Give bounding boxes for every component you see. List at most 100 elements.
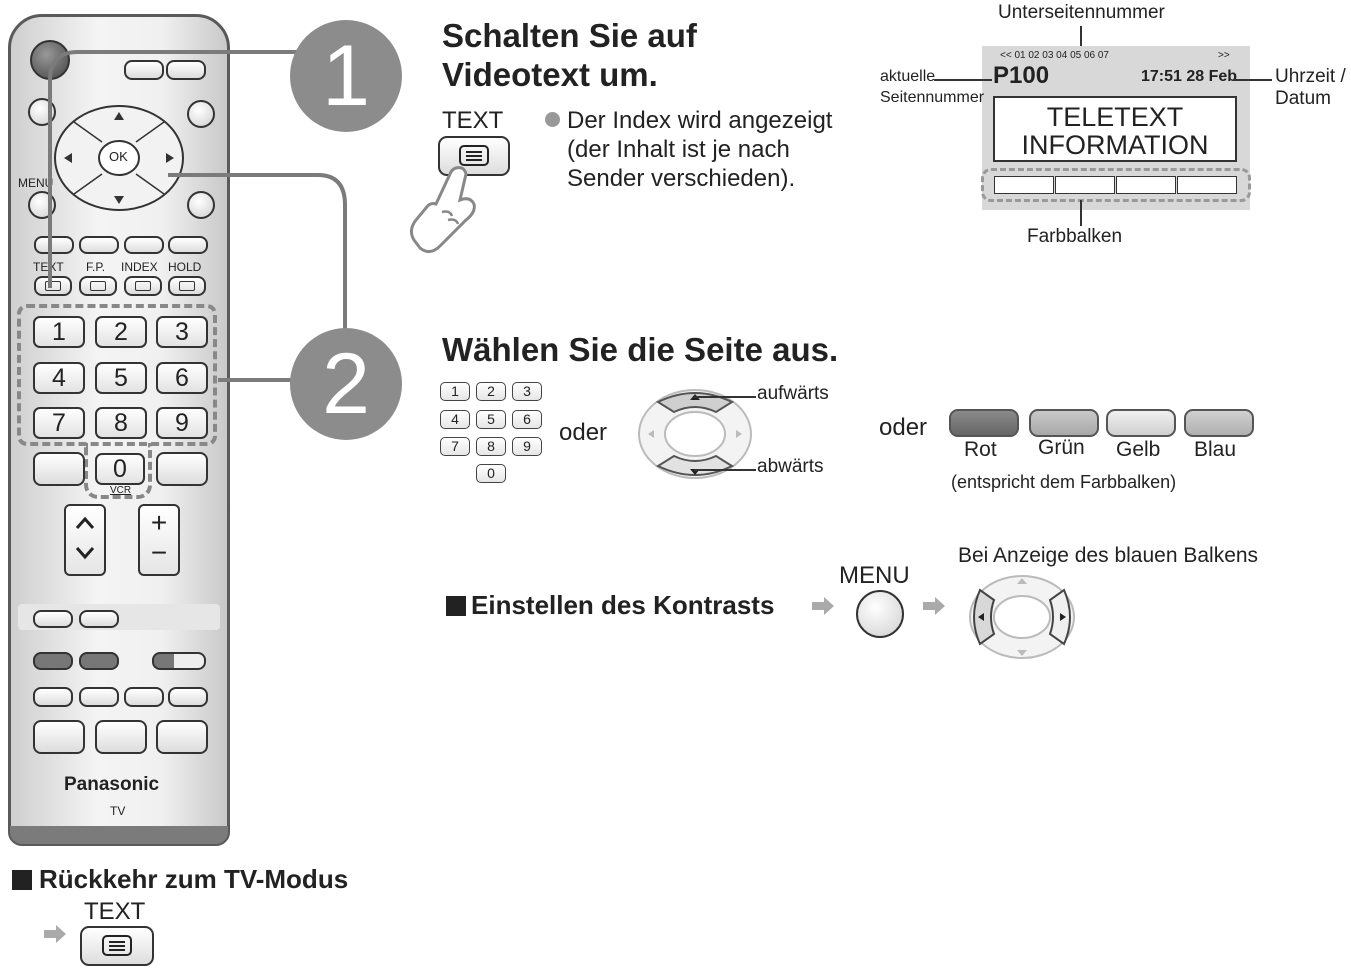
remote-digit-1[interactable]: 1 [33,316,85,348]
remote-volume-minus: − [150,537,168,568]
remote-key-blue[interactable] [168,236,208,254]
red-key[interactable] [949,409,1019,437]
color-bar-leader [1080,200,1082,226]
blue-bar-note: Bei Anzeige des blauen Balkens [958,544,1259,567]
teletext-info-box [993,96,1237,162]
remote-top-key-1[interactable] [124,60,164,80]
step-1-bullet-line3: Sender verschieden). [567,165,796,192]
contrast-title: Einstellen des Kontrasts [471,590,775,620]
remote-key-right-wide[interactable] [156,452,208,486]
remote-row-key-4[interactable] [168,687,208,707]
green-key[interactable] [1029,409,1099,437]
remote-row-key-3[interactable] [124,687,164,707]
remote-brand: Panasonic [64,774,160,795]
chevron-up-icon [75,516,95,529]
teletext-icon [459,145,489,166]
step-2-circle: 2 [290,328,402,440]
tv-mode-bullet-square [12,870,32,890]
step-2-digit-1[interactable]: 1 [440,382,470,401]
remote-digit-3[interactable]: 3 [156,316,208,348]
remote-bottom-band [10,826,228,844]
remote-volume-rocker[interactable]: + − [138,504,180,576]
contrast-leftright-pad[interactable] [966,572,1078,662]
yellow-key[interactable] [1106,409,1176,437]
current-page-label-line2: Seitennummer [880,89,985,106]
contrast-menu-button[interactable] [856,590,904,638]
color-bar-label: Farbbalken [1027,226,1123,247]
remote-toggle-key[interactable] [152,652,206,670]
remote-big-key-2[interactable] [95,720,147,754]
remote-hold-button[interactable] [168,276,206,296]
remote-key-yellow[interactable] [124,236,164,254]
remote-digit-5[interactable]: 5 [95,362,147,394]
hand-pointer-icon [409,166,476,253]
remote-key-left-wide[interactable] [33,452,85,486]
step-1-text-button[interactable] [438,136,510,176]
step-2-digit-4[interactable]: 4 [440,410,470,429]
step-2-digit-3[interactable]: 3 [512,382,542,401]
teletext-page-number: P100 [993,62,1050,89]
remote-key-red[interactable] [34,236,74,254]
step-2-digit-6[interactable]: 6 [512,410,542,429]
tv-mode-title: Rückkehr zum TV-Modus [39,864,349,894]
step-2-digit-0[interactable]: 0 [476,464,506,483]
tv-mode-text-label: TEXT [84,898,146,925]
step-1-title-line2: Videotext um. [442,56,658,93]
remote-digit-2[interactable]: 2 [95,316,147,348]
remote-big-key-1[interactable] [33,720,85,754]
arrow-right-icon [812,597,834,615]
color-key-note: (entspricht dem Farbbalken) [951,472,1177,492]
remote-big-key-3[interactable] [156,720,208,754]
remote-row-key-2[interactable] [79,687,119,707]
down-leader [694,469,756,471]
remote-digit-7[interactable]: 7 [33,407,85,439]
step-1-bullet-icon [545,112,560,127]
step-1-bullet-line2: (der Inhalt ist je nach [567,136,790,163]
remote-text-button[interactable] [34,276,72,296]
remote-top-key-2[interactable] [166,60,206,80]
yellow-label: Gelb [1116,438,1161,461]
remote-index-button[interactable] [124,276,162,296]
step-2-digit-5[interactable]: 5 [476,410,506,429]
remote-hold-label: HOLD [168,260,202,274]
step-2-digit-9[interactable]: 9 [512,437,542,456]
remote-digit-8[interactable]: 8 [95,407,147,439]
remote-digit-6[interactable]: 6 [156,362,208,394]
text-icon [45,281,61,291]
step-2-down-label: abwärts [757,456,824,477]
remote-channel-rocker[interactable] [64,504,106,576]
step-2-digit-2[interactable]: 2 [476,382,506,401]
remote-fp-button[interactable] [79,276,117,296]
blue-key[interactable] [1184,409,1254,437]
remote-row-key-1[interactable] [33,687,73,707]
teletext-icon [102,935,132,956]
remote-digit-9[interactable]: 9 [156,407,208,439]
remote-round-key-br[interactable] [187,191,215,219]
remote-dark-key-a[interactable] [33,652,73,670]
step-2-digit-8[interactable]: 8 [476,437,506,456]
step-2-digit-7[interactable]: 7 [440,437,470,456]
teletext-info-line1: TELETEXT [1046,102,1184,132]
remote-round-key-tr[interactable] [187,100,215,128]
remote-digit-0[interactable]: 0 [95,453,145,485]
step-2-updown-pad[interactable] [636,386,754,482]
remote-small-key-b[interactable] [79,610,119,628]
hold-icon [179,281,195,291]
teletext-info-line2: INFORMATION [1021,130,1209,160]
red-label: Rot [964,438,997,461]
remote-key-green[interactable] [79,236,119,254]
remote-digit-4[interactable]: 4 [33,362,85,394]
remote-ok-label: OK [109,149,128,164]
subpage-leader [1080,26,1082,48]
remote-small-key-a[interactable] [33,610,73,628]
current-page-leader [934,79,992,81]
teletext-time-date: 17:51 28 Feb [1141,68,1238,85]
step-2-up-label: aufwärts [757,383,829,404]
remote-dark-key-b[interactable] [79,652,119,670]
subpage-number-label: Unterseitennummer [998,2,1165,23]
tv-mode-text-button[interactable] [80,926,154,966]
arrow-right-icon [923,597,945,615]
contrast-bullet-square [446,596,466,616]
remote-tv-label: TV [110,804,126,818]
remote-dpad[interactable] [52,102,186,214]
